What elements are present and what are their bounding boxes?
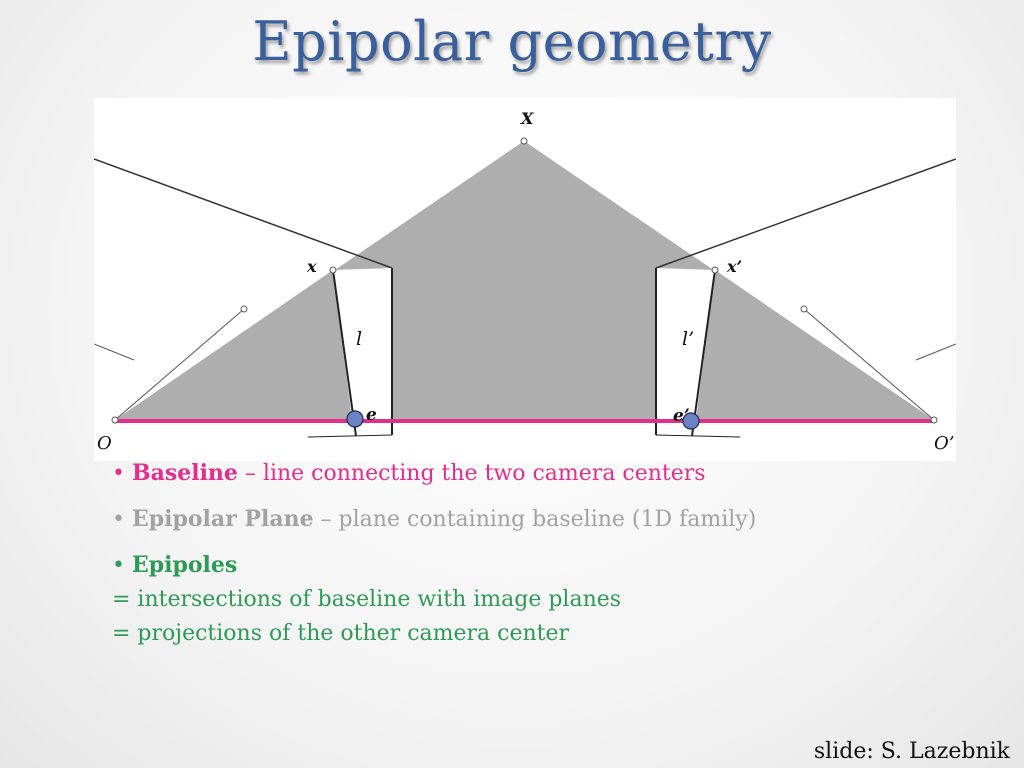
- epipolar-line-l: [332, 269, 357, 437]
- left-camera-frame-bottom: [94, 343, 135, 361]
- right-image-plane-edge-bottom: [655, 434, 741, 438]
- point-right-aux: [800, 305, 808, 313]
- epipole-e-prime: [682, 412, 700, 430]
- slide-credit: slide: S. Lazebnik: [813, 739, 1010, 764]
- epipole-e: [346, 410, 364, 428]
- term-epipolar-plane: Epipolar Plane: [131, 506, 314, 532]
- right-image-plane-gray: [696, 270, 934, 420]
- label-l: l: [356, 328, 362, 350]
- bullet-marker: •: [112, 461, 125, 486]
- epipoles-line-1: = intersections of baseline with image p…: [112, 587, 622, 612]
- bullet-marker: •: [112, 553, 125, 578]
- point-X: [520, 137, 528, 145]
- desc-epipolar-plane: – plane containing baseline (1D family): [313, 507, 757, 532]
- point-left-aux: [240, 305, 248, 313]
- camera-center-O: [111, 416, 119, 424]
- epipoles-line-2: = projections of the other camera center: [112, 621, 570, 646]
- label-O-prime: O’: [934, 433, 954, 454]
- label-x-prime: x’: [726, 257, 742, 276]
- bullet-marker: •: [112, 507, 125, 532]
- term-epipoles: Epipoles: [131, 552, 238, 578]
- left-image-plane-edge-bottom: [307, 434, 393, 438]
- bullet-baseline: • Baseline – line connecting the two cam…: [112, 456, 972, 491]
- epipolar-line-l-prime: [691, 269, 716, 437]
- point-x: [329, 266, 337, 274]
- desc-baseline: – line connecting the two camera centers: [237, 461, 706, 486]
- term-baseline: Baseline: [131, 460, 238, 486]
- label-x: x: [306, 257, 317, 276]
- left-camera-frame: [94, 158, 393, 269]
- camera-center-O-prime: [930, 416, 938, 424]
- diagram-svg: X x x’ l l’ e e’ O O’: [94, 109, 956, 454]
- bullet-list: • Baseline – line connecting the two cam…: [112, 456, 972, 651]
- label-X: X: [520, 109, 534, 128]
- left-ray-lower: [114, 308, 245, 421]
- left-image-plane-gray: [115, 270, 352, 420]
- label-e: e: [366, 405, 377, 425]
- label-e-prime: e’: [673, 406, 690, 426]
- right-camera-frame: [655, 158, 956, 269]
- slide-title: Epipolar geometry: [252, 10, 772, 73]
- epipolar-diagram: X x x’ l l’ e e’ O O’: [94, 98, 956, 461]
- bullet-epipoles: • Epipoles: [112, 548, 972, 583]
- bullet-epipolar-plane: • Epipolar Plane – plane containing base…: [112, 502, 972, 537]
- right-ray-lower: [803, 308, 935, 421]
- point-x-prime: [711, 266, 719, 274]
- label-O: O: [97, 433, 112, 454]
- label-l-prime: l’: [682, 328, 694, 350]
- right-camera-frame-bottom: [915, 343, 956, 361]
